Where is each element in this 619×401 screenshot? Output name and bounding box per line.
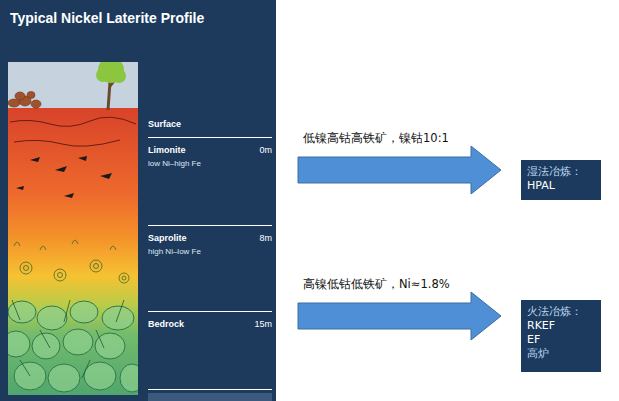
- layer-name: Bedrock: [148, 319, 184, 329]
- layer-name: Limonite: [148, 145, 186, 155]
- soil-profile: [8, 62, 138, 395]
- process-name: 高炉: [527, 347, 595, 361]
- bedrock-band: Bedrock 15m: [148, 314, 272, 390]
- layer-note: high Ni–low Fe: [148, 247, 201, 256]
- box-heading: 火法冶炼：: [527, 305, 595, 319]
- ore-description: 高镍低钴低铁矿，Ni≈1.8%: [302, 277, 451, 292]
- limonite-band: Limonite 0m low Ni–high Fe: [148, 140, 272, 226]
- process-name: HPAL: [527, 179, 595, 193]
- depth-label: 15m: [254, 319, 272, 329]
- layer-name: Surface: [148, 119, 181, 129]
- surface-band: Surface: [148, 114, 272, 138]
- panel-bar: [148, 393, 272, 401]
- ore-description: 低镍高钴高铁矿，镍钴10:1: [302, 131, 450, 146]
- process-box: 湿法冶炼：HPAL: [521, 160, 601, 200]
- layer-note: low Ni–high Fe: [148, 159, 201, 168]
- process-name: RKEF: [527, 319, 595, 333]
- diagram-title: Typical Nickel Laterite Profile: [10, 10, 204, 26]
- block-arrow: [298, 146, 501, 194]
- block-arrow: [298, 292, 501, 340]
- depth-label: 8m: [259, 233, 272, 243]
- layer-name: Saprolite: [148, 233, 187, 243]
- depth-label: 0m: [259, 145, 272, 155]
- panel-ground: [0, 0, 276, 401]
- box-heading: 湿法冶炼：: [527, 165, 595, 179]
- process-box: 火法冶炼：RKEFEF高炉: [521, 300, 601, 372]
- saprolite-band: Saprolite 8m high Ni–low Fe: [148, 228, 272, 312]
- process-name: EF: [527, 333, 595, 347]
